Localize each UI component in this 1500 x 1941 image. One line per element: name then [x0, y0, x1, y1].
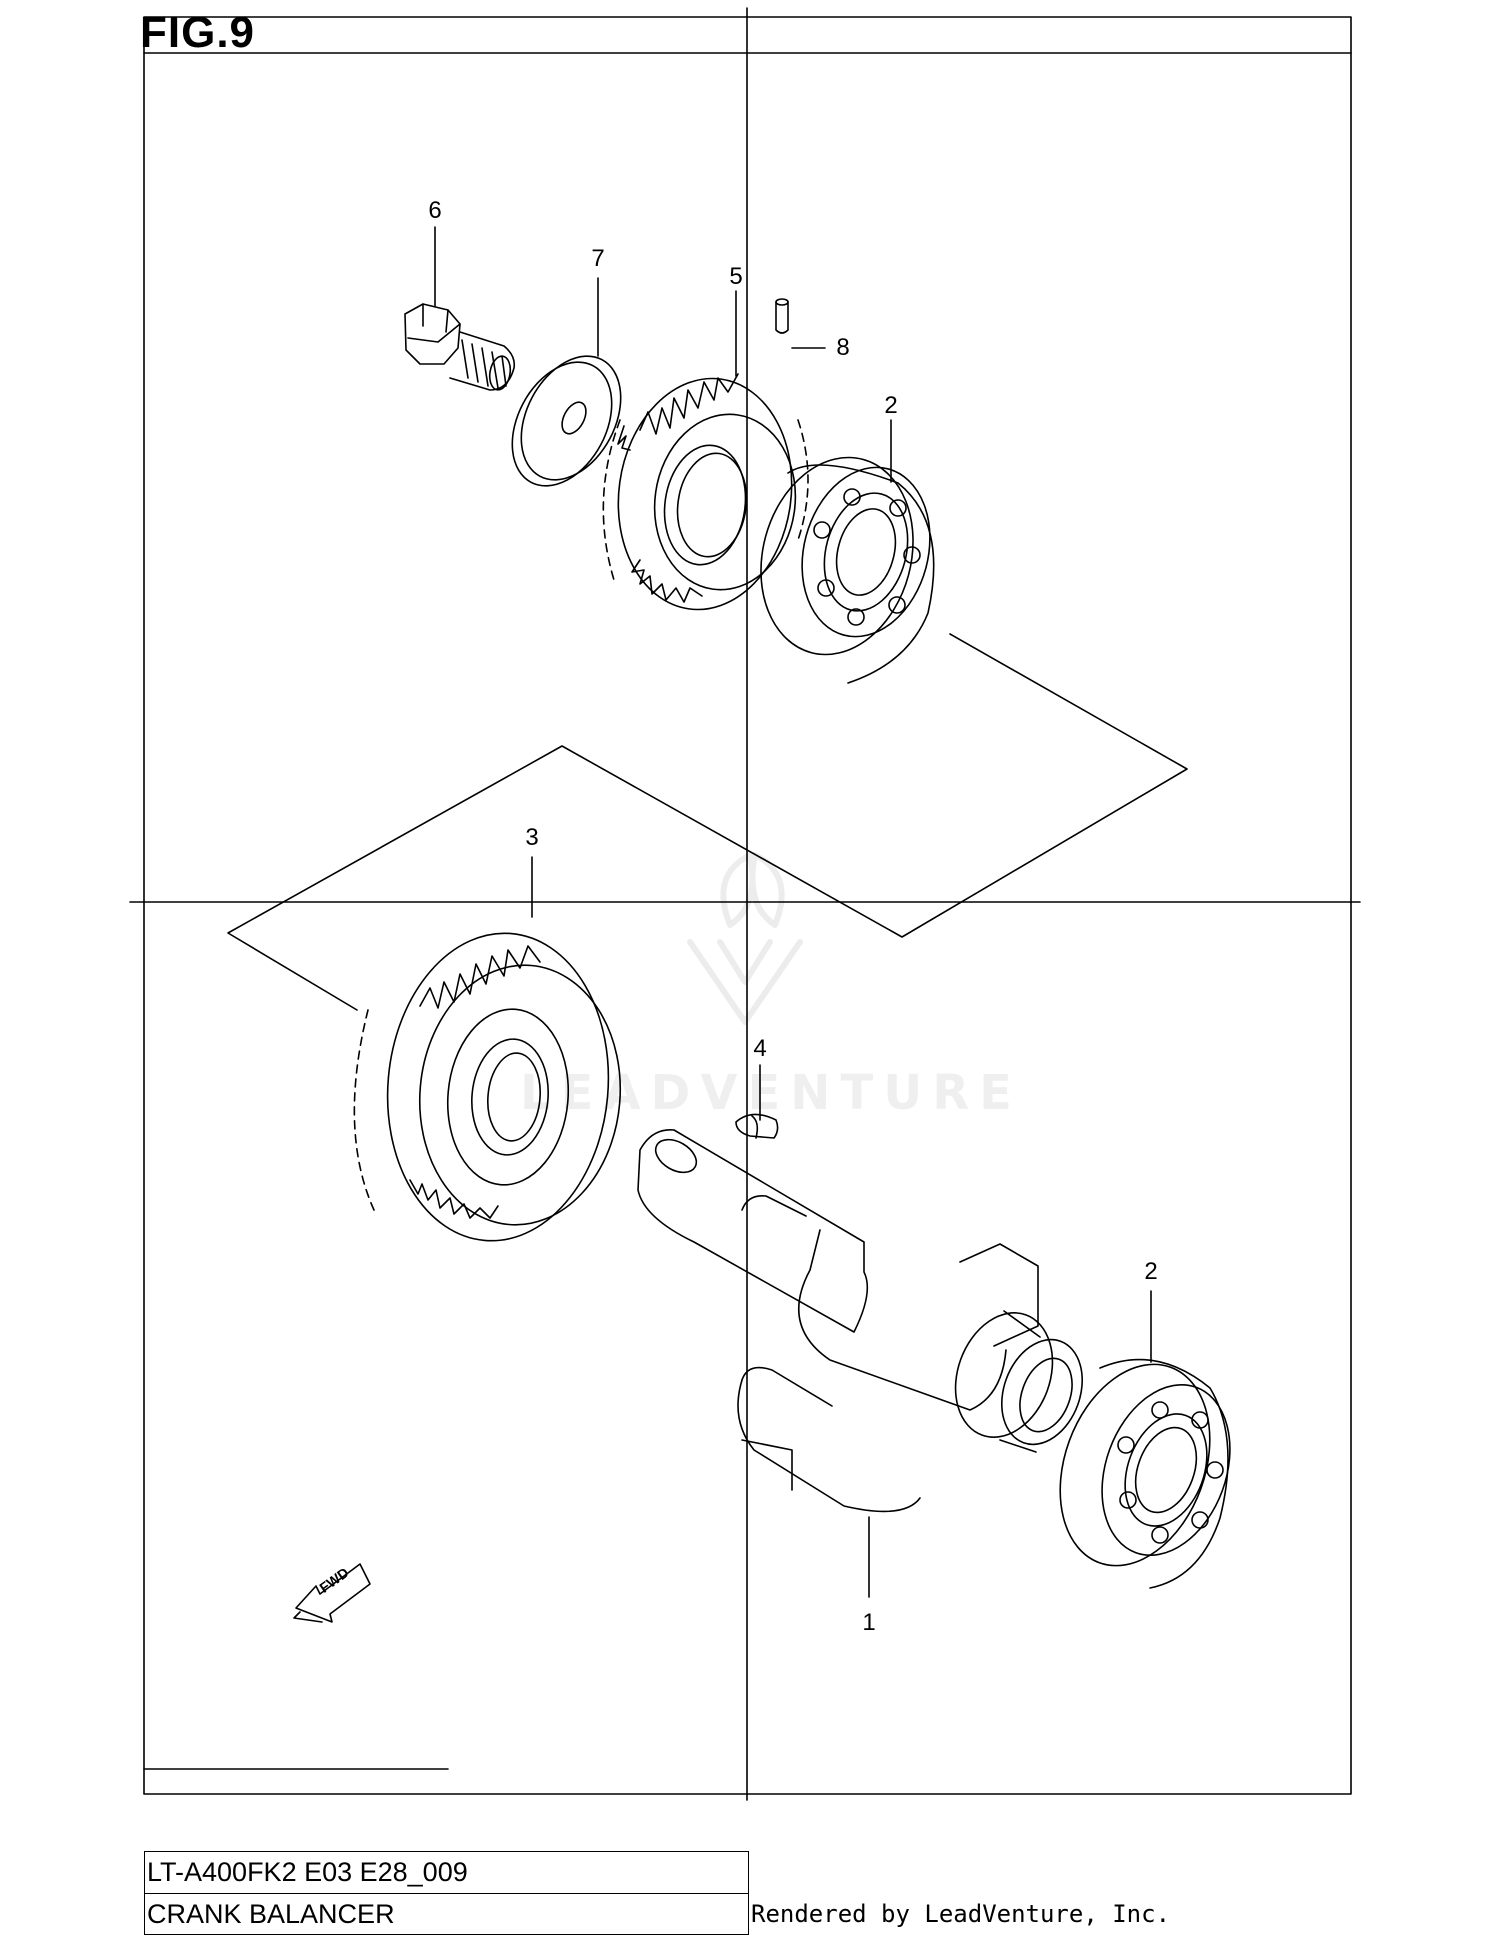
callout-6: 6	[428, 197, 442, 224]
pin-part	[775, 298, 789, 334]
bearing-part-upper	[760, 456, 935, 684]
model-code: LT-A400FK2 E03 E28_009	[147, 1857, 468, 1887]
callout-7: 7	[591, 245, 605, 272]
frame	[129, 7, 1361, 1801]
figure-title: FIG.9	[140, 8, 256, 57]
callout-2-lower: 2	[1144, 1258, 1158, 1285]
callout-5: 5	[729, 263, 743, 290]
fwd-arrow-icon	[293, 1563, 371, 1623]
washer-part	[511, 355, 622, 487]
diagram-name: CRANK BALANCER	[145, 1893, 748, 1934]
rendered-by-text: Rendered by LeadVenture, Inc.	[751, 1900, 1171, 1928]
bolt-part	[404, 303, 516, 391]
callout-2-upper: 2	[884, 392, 898, 419]
gear-part-lower	[353, 932, 622, 1242]
key-part	[735, 1113, 779, 1139]
gear-part-upper	[602, 373, 809, 611]
bearing-part-lower	[1059, 1358, 1231, 1589]
assembly-outline	[227, 633, 1188, 1011]
title-block: LT-A400FK2 E03 E28_009 CRANK BALANCER	[144, 1851, 749, 1935]
callout-1: 1	[862, 1609, 876, 1636]
leadventure-logo-icon	[687, 852, 803, 1025]
leader-lines	[434, 226, 1152, 1598]
callout-4: 4	[753, 1035, 767, 1062]
watermark-text: LEADVENTURE	[520, 1065, 1022, 1121]
crank-balancer-part	[637, 1129, 1084, 1513]
callout-8: 8	[836, 334, 850, 361]
callout-3: 3	[525, 824, 539, 851]
